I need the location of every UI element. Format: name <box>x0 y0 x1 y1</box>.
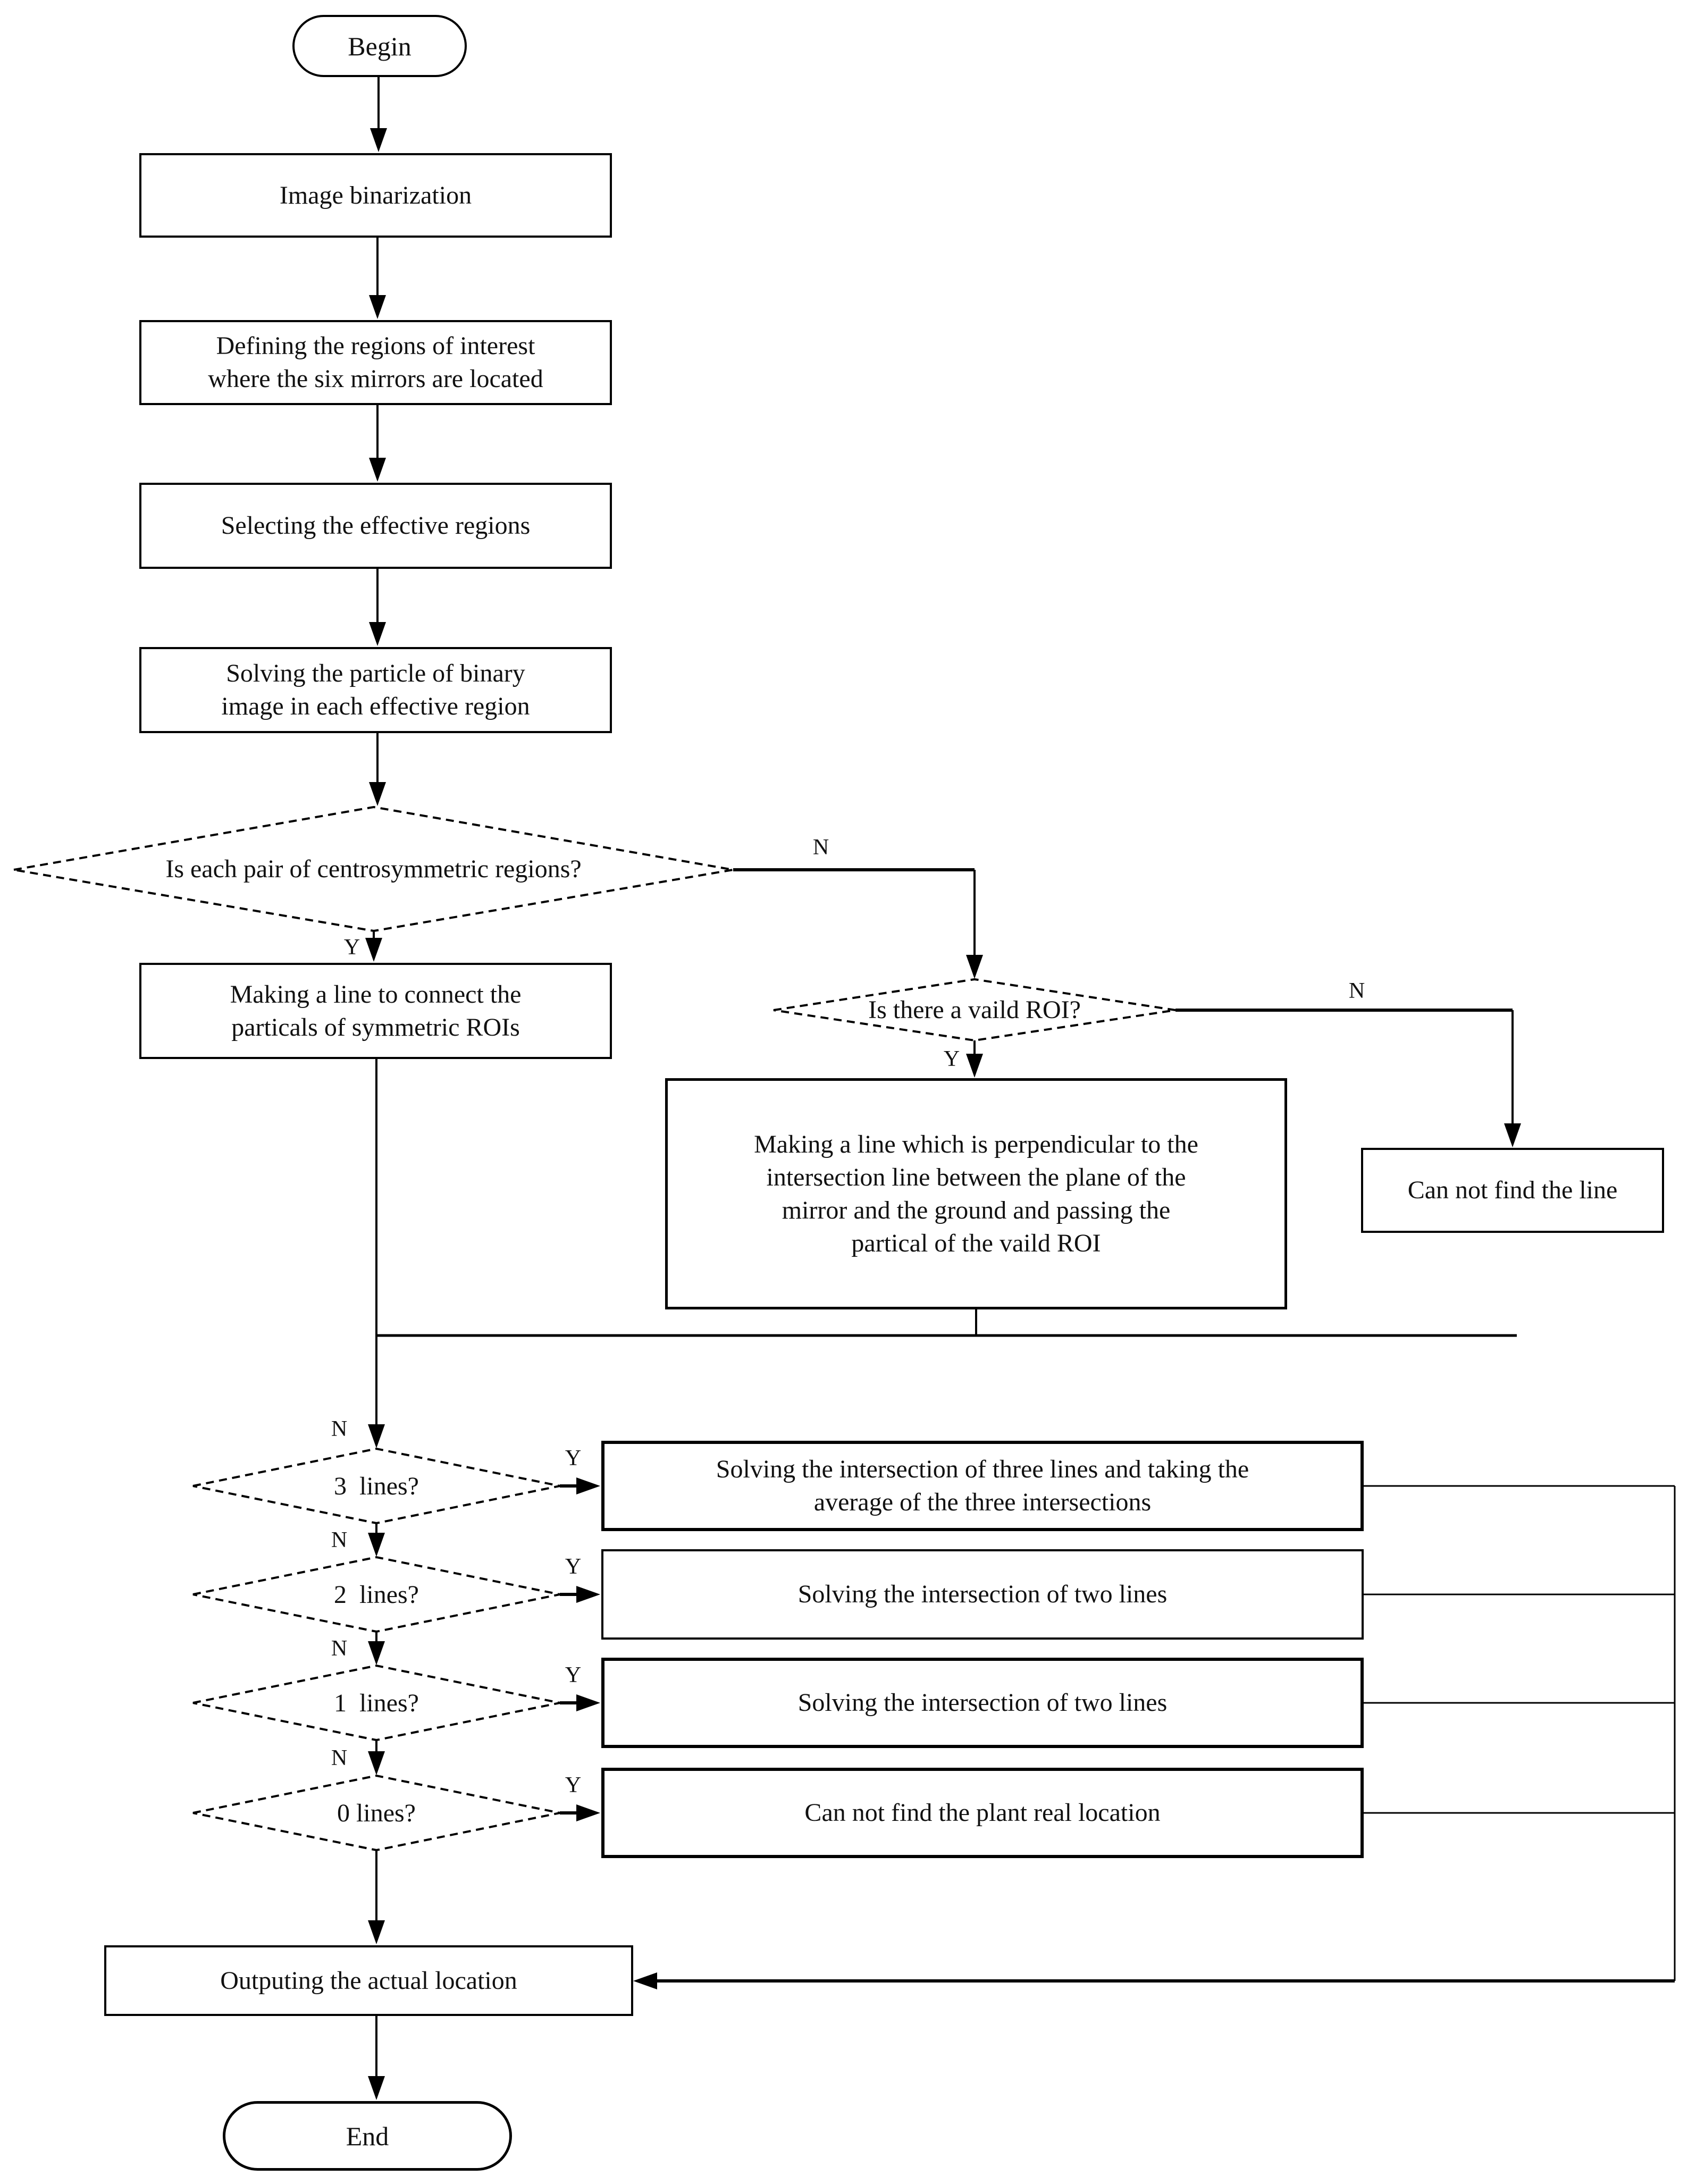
process-label: Solving the intersection of two lines <box>797 1689 1168 1717</box>
bus-edges <box>633 1485 1676 1989</box>
process-solve-two-a: Solving the intersection of two lines <box>601 1549 1364 1640</box>
process-label-line: intersection line between the plane of t… <box>766 1163 1186 1191</box>
process-selecting-regions: Selecting the effective regions <box>139 483 612 569</box>
process-label-line: Solving the particle of binary <box>226 659 525 687</box>
arrowhead-validroi-yes <box>966 1054 983 1078</box>
edge-label-centrosymmetric-no: N <box>812 835 829 860</box>
process-label-line: partical of the vaild ROI <box>851 1229 1101 1257</box>
edge-label-zerolines-yes: Y <box>565 1773 582 1797</box>
yes-edges <box>560 1477 600 1821</box>
decision-diamonds <box>13 805 1176 1852</box>
process-label-line: Making a line which is perpendicular to … <box>754 1130 1198 1158</box>
diamond-twolines <box>192 1556 560 1633</box>
arrowhead-to-threelines <box>368 1424 385 1448</box>
arrowhead-binarization-defining <box>369 295 386 319</box>
arrowhead-threelines-no <box>368 1533 385 1557</box>
arrowhead-begin-binarization <box>370 128 387 152</box>
arrowhead-onelines-no <box>368 1751 385 1775</box>
process-label-line: Solving the intersection of three lines … <box>716 1455 1249 1483</box>
edge-label-twolines-yes: Y <box>565 1555 582 1579</box>
edge-label-threelines-yes: Y <box>565 1446 582 1471</box>
process-cannot-find-plant: Can not find the plant real location <box>601 1768 1364 1858</box>
begin-label: Begin <box>348 31 411 61</box>
process-label: Outputing the actual location <box>220 1966 517 1995</box>
process-label-line: average of the three intersections <box>813 1488 1152 1516</box>
edge-label-threelines-no: N <box>331 1528 348 1552</box>
process-perpendicular-line: Making a line which is perpendicular to … <box>665 1078 1287 1309</box>
process-label: Can not find the line <box>1407 1176 1618 1204</box>
process-cannot-find-line: Can not find the line <box>1361 1148 1664 1233</box>
process-label: Image binarization <box>279 181 472 209</box>
process-connect-particals: Making a line to connect the particals o… <box>139 963 612 1059</box>
arrowhead-zerolines-no <box>368 1920 385 1944</box>
process-image-binarization: Image binarization <box>139 153 612 238</box>
process-solving-particle: Solving the particle of binary image in … <box>139 647 612 733</box>
arrowhead-selecting-solvingparticle <box>369 622 386 646</box>
edge-label-validroi-no: N <box>1348 979 1365 1003</box>
edge-label-twolines-no: N <box>331 1636 348 1661</box>
arrowhead-threelines-yes <box>576 1477 600 1494</box>
process-label-line: Making a line to connect the <box>230 980 522 1009</box>
diamond-zerolines <box>192 1774 560 1852</box>
process-defining-rois: Defining the regions of interest where t… <box>139 320 612 405</box>
diamond-threelines <box>192 1447 560 1525</box>
arrowhead-defining-selecting <box>369 458 386 482</box>
arrowhead-validroi-no <box>1504 1123 1521 1147</box>
diamond-onelines <box>192 1664 560 1742</box>
flow-edges <box>365 77 1521 2100</box>
begin-terminator: Begin <box>292 15 467 77</box>
edge-label-into-threelines: N <box>331 1417 348 1441</box>
end-terminator: End <box>223 2101 512 2171</box>
arrowhead-twolines-no <box>368 1641 385 1665</box>
process-outputting: Outputing the actual location <box>104 1945 633 2016</box>
arrowhead-twolines-yes <box>576 1586 600 1603</box>
process-label-line: mirror and the ground and passing the <box>782 1196 1171 1224</box>
edge-label-centrosymmetric-yes: Y <box>343 935 360 960</box>
process-label-line: image in each effective region <box>221 692 530 720</box>
arrowhead-bus-to-outputting <box>633 1972 657 1989</box>
edge-label-onelines-yes: Y <box>565 1663 582 1687</box>
arrowhead-outputting-end <box>368 2076 385 2100</box>
arrowhead-centrosymmetric-yes <box>365 938 382 962</box>
process-solve-three: Solving the intersection of three lines … <box>601 1441 1364 1531</box>
process-label-line: particals of symmetric ROIs <box>231 1013 520 1041</box>
edge-label-validroi-yes: Y <box>943 1047 960 1071</box>
arrowhead-zerolines-yes <box>576 1804 600 1821</box>
arrowhead-solvingparticle-centrosymmetric <box>369 782 386 806</box>
arrowhead-onelines-yes <box>576 1694 600 1711</box>
arrowhead-centrosymmetric-no <box>966 955 983 979</box>
process-label: Selecting the effective regions <box>221 511 531 540</box>
diamond-centrosymmetric <box>13 805 734 933</box>
diamond-validroi <box>773 978 1176 1042</box>
process-label-line: Defining the regions of interest <box>216 332 535 360</box>
process-label: Solving the intersection of two lines <box>797 1580 1168 1608</box>
edge-label-onelines-no: N <box>331 1746 348 1770</box>
process-label: Can not find the plant real location <box>804 1799 1161 1827</box>
process-solve-two-b: Solving the intersection of two lines <box>601 1658 1364 1748</box>
end-label: End <box>346 2121 389 2151</box>
process-label-line: where the six mirrors are located <box>208 365 543 393</box>
